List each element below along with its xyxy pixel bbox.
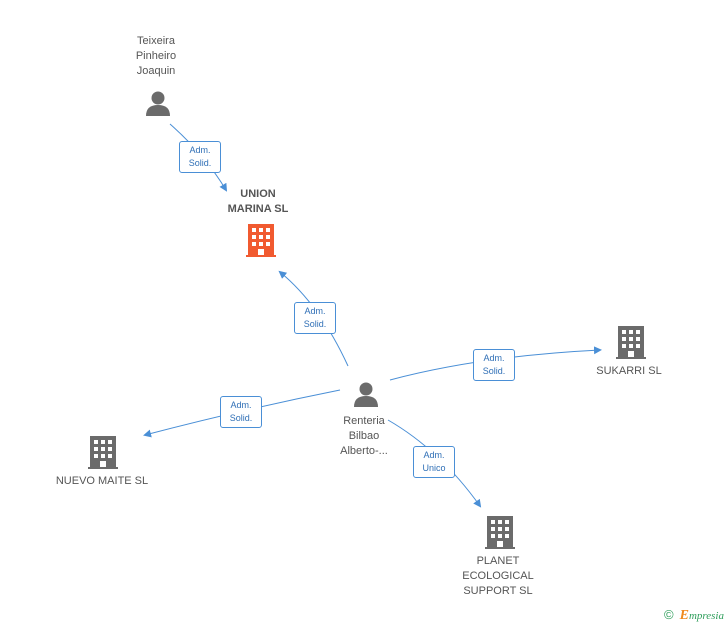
edge-label-role[interactable]: Adm. Solid. xyxy=(220,396,262,428)
edge-label-role[interactable]: Adm. Solid. xyxy=(473,349,515,381)
edge-label-role[interactable]: Adm. Solid. xyxy=(179,141,221,173)
edge-label-role[interactable]: Adm. Solid. xyxy=(294,302,336,334)
node-label-union-marina[interactable]: UNION MARINA SL xyxy=(227,188,289,215)
copyright-icon: © xyxy=(664,607,674,622)
building-icon[interactable] xyxy=(616,326,646,359)
person-icon[interactable] xyxy=(146,91,170,117)
node-label-sukarri[interactable]: SUKARRI SL xyxy=(596,365,662,377)
edge-label-role[interactable]: Adm. Unico xyxy=(413,446,455,478)
person-icon[interactable] xyxy=(354,382,378,408)
building-icon[interactable] xyxy=(485,516,515,549)
node-label-planet[interactable]: PLANET ECOLOGICAL SUPPORT SL xyxy=(462,555,534,597)
brand-footer: © Empresia xyxy=(664,607,724,624)
building-icon[interactable] xyxy=(246,224,276,257)
node-label-renteria[interactable]: Renteria Bilbao Alberto-... xyxy=(340,415,388,457)
building-icon[interactable] xyxy=(88,436,118,469)
node-label-nuevo-maite[interactable]: NUEVO MAITE SL xyxy=(55,475,149,487)
node-label-teixeira[interactable]: Teixeira Pinheiro Joaquin xyxy=(135,35,177,77)
brand-name: mpresia xyxy=(688,610,724,622)
brand-initial: E xyxy=(679,608,689,623)
